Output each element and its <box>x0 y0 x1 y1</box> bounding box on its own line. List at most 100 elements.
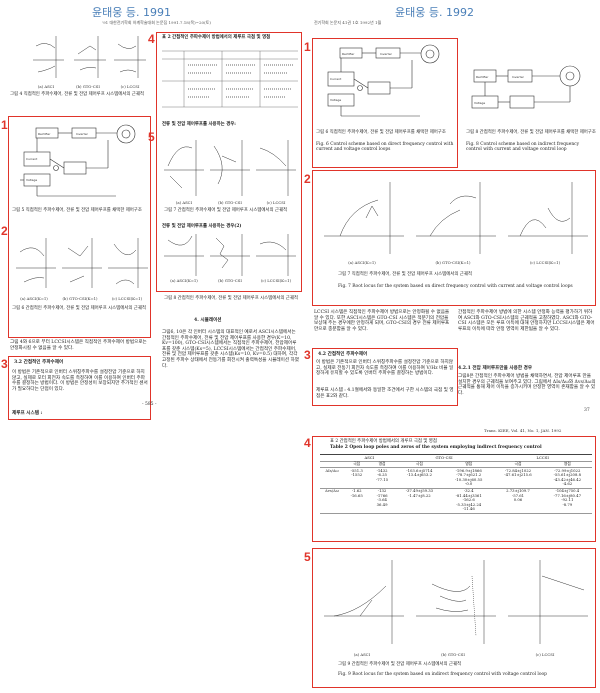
table2-header-asci: ASCI <box>344 454 395 462</box>
right-table2-title-en: Table 2 Open loop poles and zeros of the… <box>330 445 542 450</box>
right-sec-4-2-1: 4.2.1 전압 제어루프만을 사용한 경우 <box>458 366 533 371</box>
left-fig7-plots <box>164 140 296 196</box>
left-fig8-plots <box>164 234 296 276</box>
left-fig6-sub-a: (a) ASCI(K=1) <box>20 296 48 301</box>
highlight-box-3-left <box>8 356 151 420</box>
svg-text:Rectifier: Rectifier <box>476 75 489 79</box>
right-page-header: 전기학회 논문지 41권 1호 1992년 1월 <box>314 20 382 25</box>
left-para-3: 그림6, 10은 각 인버터 시스템의 대표적인 예로서 ASCI시스템에서는 … <box>162 330 300 369</box>
right-para-left: LCCSI 시스템은 직접적인 주파수제어 방법으로는 안정화될 수 없음을 알… <box>314 310 450 332</box>
left-fig6-sub-b: (b) GTO-CSI(K=1) <box>62 296 98 301</box>
highlight-box-1-2 <box>8 116 151 338</box>
left-fig6-plots <box>16 238 148 288</box>
left-page-header: '91 대한전기학회 하계학술대회 논문집 1991.7.18(목)~20(토) <box>102 20 211 25</box>
left-page-number: - 585 - <box>142 402 157 407</box>
table-cell: -32.4 -81.44±j3361 -162.6 -5.33±j42.24 -… <box>444 488 494 514</box>
right-fig7-caption-en: Fig. 7 Root locus for the system based o… <box>338 284 573 289</box>
marker-2-right: 2 <box>304 172 311 186</box>
right-para-4-2: 이 방법은 기존적으로 인버터 스위칭주파수를 설정전압 기준으로 하지않고, … <box>316 360 454 377</box>
svg-text:Current: Current <box>26 157 38 161</box>
right-next-sub: 제루프 시스템 : 4.1절에서와 동일한 조건에서 구한 시스템의 극점 및 … <box>316 388 454 399</box>
right-fig7-plots <box>324 182 588 254</box>
left-fig7-caption: 그림 7 간접적인 주파수제어 및 전압 제어루프 시스템에서의 근궤적 <box>164 208 288 213</box>
svg-text:Rectifier: Rectifier <box>342 52 355 56</box>
right-fig9-caption-en: Fig. 9 Root locus for the system based o… <box>338 672 547 677</box>
left-fig4-sub-a: (a) ASCI <box>37 84 55 89</box>
svg-text:Voltage: Voltage <box>330 98 341 102</box>
left-fig7-header: 전류 및 전압 제어루프를 사용하는 경우: <box>162 122 236 127</box>
highlight-box-5-right <box>312 548 596 688</box>
left-fig4-sub-c: (c) LCCSI <box>120 84 140 89</box>
table2-row-label: ΔIs/Δω <box>320 467 344 489</box>
table-cell: -196.9±j1866 -78.7±j621.2 -10.30±j60.55 … <box>444 467 494 489</box>
svg-text:Inverter: Inverter <box>512 75 525 79</box>
left-paper-title: 윤태웅 등. 1991 <box>92 6 171 19</box>
right-fig7-caption-kr: 그림 7 직접적인 주파수제어, 전류 및 전압 제어루프 시스템에서의 근궤적 <box>338 272 472 277</box>
left-sec-3-2: 3.2 간접적인 주파수제어 <box>14 360 64 365</box>
left-fig8-sub-a: (a) ASCI(K=1) <box>170 278 198 283</box>
marker-4-left: 4 <box>148 32 155 46</box>
table2-header-lccsi: LCCSI <box>493 454 592 462</box>
right-fig7-sub-c: (c) LCCSI(K=1) <box>529 260 561 265</box>
table2-header-gto: GTO-CSI <box>394 454 494 462</box>
svg-text:Voltage: Voltage <box>474 101 485 105</box>
right-fig9-sub-a: (a) ASCI <box>353 652 371 657</box>
left-sec-4: 4. 시뮬레이션 <box>194 318 222 323</box>
right-table2: ASCI GTO-CSI LCCSI 극점 영점 극점 영점 극점 영점 ΔIs… <box>320 454 592 514</box>
svg-text:Voltage: Voltage <box>26 178 37 182</box>
left-fig7-sub-b: (b) GTO-CSI <box>218 200 242 205</box>
right-para-4-2-1: 그림8은 간접적인 주파수제어 방법을 채택하면서, 전압 제어루프 만을 설치… <box>458 374 596 396</box>
table2-sub-0: 극점 <box>344 461 370 469</box>
highlight-box-1-right <box>312 38 458 168</box>
marker-5-left: 5 <box>148 130 155 144</box>
right-sec-4-2: 4.2 간접적인 주파수제어 <box>318 352 368 357</box>
right-table2-title-kr: 표 2 간접적인 주파수제어 방법에서의 개루프 극점 및 영점 <box>330 439 437 444</box>
right-fig9-sub-b: (b) GTO-CSI <box>441 652 465 657</box>
left-fig7-sub-c: (c) LCCSI <box>266 200 286 205</box>
table-row: ΔIs/Δω -551.3 -1552 -1432 -6.25 -77.15 -… <box>320 467 592 489</box>
marker-1-right: 1 <box>304 40 311 54</box>
right-fig6-caption-kr: 그림 6 직접적인 주파수제어, 전류 및 전압 제어루프를 채택한 제어구조 <box>316 130 446 135</box>
svg-text:Inverter: Inverter <box>76 132 89 136</box>
table2-sub-3: 영점 <box>444 461 494 469</box>
table-cell: 2.73±j109.7 -57.61 0.06 <box>493 488 543 514</box>
table-cell: -72.84±j1022 -47.61±j215.6 <box>493 467 543 489</box>
svg-text:Inverter: Inverter <box>380 52 393 56</box>
svg-text:Rectifier: Rectifier <box>38 132 51 136</box>
right-fig9-sub-c: (c) LCCSI <box>535 652 555 657</box>
right-fig8-caption-en: Fig. 8 Control scheme based on indirect … <box>466 142 580 153</box>
table-cell: -1.62 -16.65 <box>344 488 370 514</box>
highlight-box-2-right <box>312 170 596 306</box>
right-paper-title: 윤태웅 등. 1992 <box>395 6 474 19</box>
table-cell: -103.6±j5714 -13.4±j653.2 <box>394 467 445 489</box>
table2-row-label: Δvs/Δω <box>320 488 344 514</box>
left-page: '91 대한전기학회 하계학술대회 논문집 1991.7.18(목)~20(토)… <box>1 18 304 690</box>
left-fig8-sub-c: (c) LCCSI(K=1) <box>260 278 292 283</box>
table-row: Δvs/Δω -1.62 -16.65 -132 -1766 -3.64 36.… <box>320 488 592 514</box>
left-fig8-caption: 그림 8 간접적인 주파수제어, 전류 및 전압 제어루프 시스템에서의 근궤적 <box>164 296 298 301</box>
highlight-box-4-right <box>312 436 596 542</box>
left-next-sub: 제루프 시스템 : <box>12 411 43 416</box>
left-fig8-header: 전류 및 전압 제어루프를 사용하는 경우(2) <box>162 224 242 229</box>
marker-1-left: 1 <box>1 118 8 132</box>
right-journal-line: Trans. KIEE, Vol. 41, No. 1, JAN. 1992 <box>484 428 562 433</box>
left-fig6-sub-c: (c) LCCSI(K=1) <box>111 296 143 301</box>
right-fig9-plots <box>324 560 588 644</box>
left-para-2: 이 방법은 기존적으로 인버터 스위칭주파수를 설정전압 기준으로 하지않고, … <box>12 370 148 392</box>
left-fig4-plots <box>33 36 146 78</box>
marker-3-right: 3 <box>304 348 311 362</box>
right-fig7-sub-a: (a) ASCI(K=1) <box>348 260 376 265</box>
left-table-title: 표 2 간접적인 주파수제어 방법에서의 제루프 극점 및 영점 <box>162 35 271 40</box>
table2-sub-1: 영점 <box>369 461 395 469</box>
table-cell: -37.49±j59.33 -1.47±j8.22 <box>394 488 445 514</box>
marker-5-right: 5 <box>304 550 311 564</box>
right-fig9-caption-kr: 그림 9 간접적인 주파수제어 및 전압 제어루프 시스템에서의 근궤적 <box>338 662 462 667</box>
table-cell: -551.3 -1552 <box>344 467 370 489</box>
table-cell: -72.99±j1022 -55.61±j208.8 -43.42±j46.42… <box>542 467 592 489</box>
highlight-box-4-5-left <box>156 32 302 292</box>
table2-sub-corner <box>320 461 344 469</box>
left-fig6-caption: 그림 6 간접적인 주파수제어, 전류 및 전압 제어루프 시스템에서의 근궤적 <box>12 306 146 311</box>
left-fig4-sub-b: (b) GTO-CSI <box>76 84 100 89</box>
